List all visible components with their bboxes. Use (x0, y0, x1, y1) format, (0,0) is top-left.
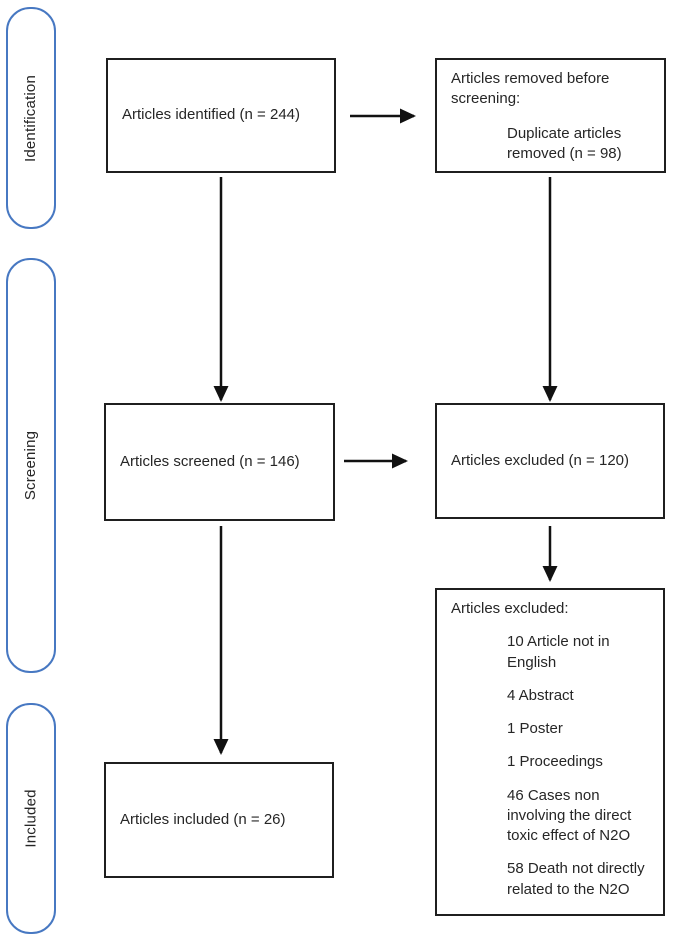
excluded-reason-item: 4 Abstract (507, 686, 574, 704)
excluded-reason-item: 1 Proceedings (507, 753, 603, 771)
box-articles-included: Articles included (n = 26) (104, 762, 334, 878)
excluded-reason-item: 1 Poster (507, 720, 563, 737)
box-articles-identified-text: Articles identified (n = 244) (122, 106, 301, 124)
stage-identification-label: Identification (22, 74, 40, 162)
box-articles-identified: Articles identified (n = 244) (106, 58, 336, 173)
box-articles-screened: Articles screened (n = 146) (104, 403, 335, 521)
box-articles-excluded: Articles excluded (n = 120) (435, 403, 665, 519)
excluded-reason-item: 46 Cases non involving the direct toxic … (507, 786, 632, 845)
stage-screening: Screening (6, 258, 56, 673)
stage-identification: Identification (6, 7, 56, 229)
excluded-reason-item: 58 Death not directly related to the N2O (507, 860, 645, 898)
box-articles-excluded-detail-title: Articles excluded: (451, 600, 569, 617)
excluded-reason-item: 10 Article not in English (507, 633, 610, 671)
box-articles-excluded-detail: Articles excluded: 10 Article not in Eng… (435, 588, 665, 916)
box-articles-removed: Articles removed before screening: Dupli… (435, 58, 666, 173)
box-articles-included-text: Articles included (n = 26) (120, 810, 286, 828)
box-articles-removed-title: Articles removed before screening: (451, 70, 610, 108)
box-articles-screened-text: Articles screened (n = 146) (120, 452, 300, 470)
stage-included: Included (6, 703, 56, 934)
box-articles-excluded-text: Articles excluded (n = 120) (451, 451, 630, 469)
stage-included-label: Included (22, 789, 40, 848)
box-articles-removed-detail: Duplicate articles removed (n = 98) (507, 124, 622, 162)
stage-screening-label: Screening (22, 430, 40, 501)
